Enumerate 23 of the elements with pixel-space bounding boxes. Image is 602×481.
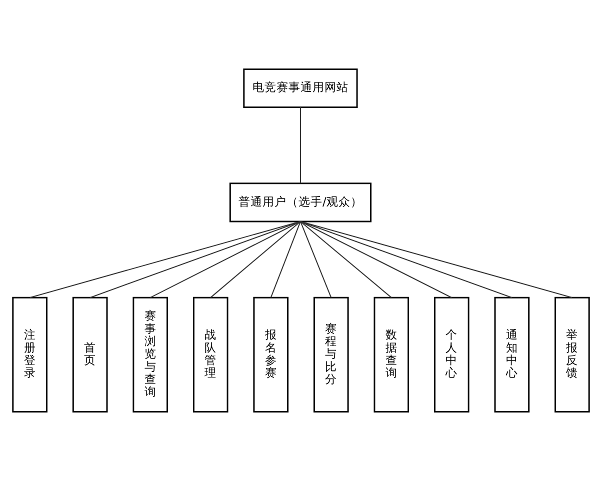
node-box: 战队管理 [192, 296, 228, 412]
node-box: 数据查询 [374, 296, 410, 412]
node-box: 注册登录 [12, 296, 48, 412]
connector [270, 221, 301, 298]
node-box: 首页 [72, 296, 108, 412]
connector [30, 220, 301, 298]
node-box: 举报反馈 [554, 296, 590, 412]
connector [300, 221, 452, 298]
connector [300, 220, 572, 298]
connector [300, 107, 301, 184]
connector [210, 221, 301, 298]
connector [300, 221, 332, 298]
node-box: 普通用户（选手/观众） [229, 182, 372, 222]
node-box: 报名参赛 [253, 296, 289, 412]
node-box: 电竞赛事通用网站 [243, 68, 358, 108]
node-box: 个人中心 [434, 296, 470, 412]
node-box: 赛事浏览与查询 [132, 296, 168, 412]
connector [90, 220, 301, 298]
connector [300, 221, 392, 298]
connector [300, 220, 512, 298]
node-box: 通知中心 [494, 296, 530, 412]
connector [150, 221, 301, 298]
node-box: 赛程与比分 [313, 296, 349, 412]
